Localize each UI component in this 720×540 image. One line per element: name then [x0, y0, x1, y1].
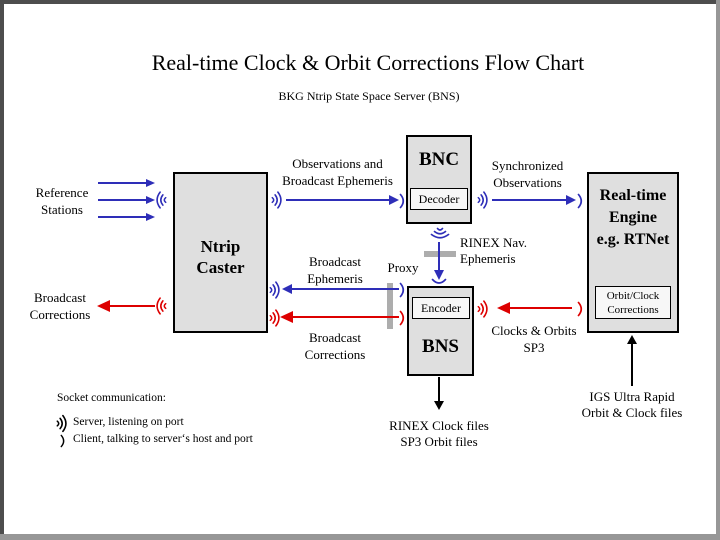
bns-encoder-box: Encoder — [412, 297, 470, 319]
label-clocks-orbits-line1: Clocks & Orbits — [491, 323, 577, 338]
clocks-orbits-arrowhead — [497, 302, 510, 314]
label-proxy: Proxy — [387, 260, 419, 275]
broadcast-corrections-line — [110, 305, 155, 307]
igs-line — [631, 344, 633, 386]
engine-label-line2: Engine — [608, 209, 657, 226]
engine-label-line1: Real-time — [599, 187, 667, 204]
label-synchronized-line1: Synchronized — [491, 158, 564, 173]
ref-arrowhead-2 — [146, 196, 155, 204]
broadcast-ephemeris-line — [292, 288, 399, 290]
synchronized-arrowhead — [566, 195, 576, 205]
label-broadcast-corrections-left-line2: Corrections — [29, 307, 91, 322]
frame-border-top — [0, 0, 720, 4]
server-socket-icon — [155, 296, 168, 316]
label-synchronized-line2: Observations — [493, 175, 562, 190]
label-reference-stations-line1: Reference — [35, 185, 89, 200]
label-reference-stations-line2: Stations — [41, 202, 83, 217]
label-reference-stations: Reference Stations — [18, 184, 106, 218]
frame-border-right — [716, 0, 720, 540]
legend-client-text: Client, talking to server‘s host and por… — [73, 433, 253, 445]
label-rinex-files-line1: RINEX Clock files — [389, 418, 489, 433]
label-rinex-files: RINEX Clock files SP3 Orbit files — [372, 418, 506, 450]
igs-arrowhead — [627, 335, 637, 344]
page-title: Real-time Clock & Orbit Corrections Flow… — [151, 50, 585, 75]
rinex-files-arrowhead — [434, 401, 444, 410]
node-realtime-engine: Real-time Engine e.g. RTNet Orbit/Clock … — [587, 172, 679, 333]
label-igs-line1: IGS Ultra Rapid — [589, 389, 675, 404]
ntrip-caster-label-line1: Ntrip — [200, 237, 241, 256]
observations-arrowhead — [389, 195, 399, 205]
ref-arrow-line-3 — [98, 216, 146, 218]
broadcast-ephemeris-arrowhead — [282, 284, 292, 294]
label-broadcast-corrections-left: Broadcast Corrections — [6, 289, 114, 323]
rinex-files-line — [438, 377, 440, 401]
label-rinex-nav-line2: Ephemeris — [460, 251, 516, 266]
server-socket-icon — [268, 280, 281, 300]
label-broadcast-ephemeris-line2: Ephemeris — [307, 271, 363, 286]
legend-heading: Socket communication: — [57, 392, 166, 404]
label-broadcast-corrections-mid: Broadcast Corrections — [283, 329, 387, 363]
label-rinex-nav-line1: RINEX Nav. — [460, 235, 528, 250]
label-rinex-nav: RINEX Nav. Ephemeris — [460, 235, 555, 267]
label-clocks-orbits: Clocks & Orbits SP3 — [478, 322, 590, 356]
server-socket-icon — [430, 226, 450, 240]
orbit-clock-label-line2: Corrections — [607, 303, 659, 316]
label-broadcast-corrections-left-line1: Broadcast — [34, 290, 86, 305]
frame-border-left — [0, 0, 4, 540]
bnc-decoder-box: Decoder — [410, 188, 468, 210]
page-subtitle: BKG Ntrip State Space Server (BNS) — [278, 89, 460, 103]
server-socket-icon — [476, 299, 489, 319]
broadcast-corrections-arrowhead — [97, 300, 110, 312]
orbit-clock-label-line1: Orbit/Clock — [606, 289, 660, 302]
label-broadcast-ephemeris: Broadcast Ephemeris — [283, 253, 387, 287]
node-bnc: BNC Decoder — [406, 135, 472, 224]
client-socket-icon — [60, 434, 66, 448]
client-socket-icon — [577, 193, 584, 209]
engine-label-line3: e.g. RTNet — [596, 231, 670, 248]
client-socket-icon — [399, 282, 406, 298]
legend-server-text: Server, listening on port — [73, 416, 184, 428]
node-bns: Encoder BNS — [407, 286, 474, 376]
label-rinex-files-line2: SP3 Orbit files — [400, 434, 478, 449]
orbit-clock-corrections-box: Orbit/Clock Corrections — [595, 286, 671, 319]
label-broadcast-ephemeris-line1: Broadcast — [309, 254, 361, 269]
label-igs-line2: Orbit & Clock files — [581, 405, 683, 420]
ref-arrow-line-2 — [98, 199, 146, 201]
label-broadcast-corrections-mid-line2: Corrections — [304, 347, 366, 362]
label-broadcast-corrections-mid-line1: Broadcast — [309, 330, 361, 345]
bnc-label: BNC — [418, 149, 460, 170]
proxy-bar-horizontal — [424, 251, 456, 257]
client-socket-icon — [399, 310, 406, 326]
frame-border-bottom — [0, 534, 720, 540]
clocks-orbits-line — [510, 307, 572, 309]
client-socket-icon — [399, 193, 406, 209]
label-observations-line1: Observations and — [292, 156, 383, 171]
ref-arrow-line-1 — [98, 182, 146, 184]
broadcast-corrections-mid-line — [293, 316, 399, 318]
label-synchronized: Synchronized Observations — [470, 157, 585, 191]
observations-line — [286, 199, 389, 201]
server-socket-icon — [270, 190, 283, 210]
client-socket-icon — [431, 278, 447, 285]
ref-arrowhead-1 — [146, 179, 155, 187]
server-socket-icon — [55, 414, 68, 433]
broadcast-corrections-mid-arrowhead — [280, 311, 293, 323]
bns-label: BNS — [422, 336, 459, 357]
server-socket-icon — [476, 190, 489, 210]
client-socket-icon — [577, 301, 584, 317]
ref-arrowhead-3 — [146, 213, 155, 221]
rinex-nav-arrowhead — [434, 270, 444, 280]
node-ntrip-caster: Ntrip Caster — [173, 172, 268, 333]
label-observations-line2: Broadcast Ephemeris — [282, 173, 393, 188]
server-socket-icon — [155, 190, 168, 210]
label-observations: Observations and Broadcast Ephemeris — [265, 155, 410, 189]
rinex-nav-line — [438, 242, 440, 270]
proxy-bar-vertical — [387, 283, 393, 329]
encoder-label: Encoder — [421, 300, 461, 315]
label-clocks-orbits-line2: SP3 — [523, 340, 545, 355]
ntrip-caster-label-line2: Caster — [196, 258, 245, 277]
decoder-label: Decoder — [418, 191, 460, 206]
synchronized-line — [492, 199, 566, 201]
label-igs: IGS Ultra Rapid Orbit & Clock files — [563, 389, 701, 421]
